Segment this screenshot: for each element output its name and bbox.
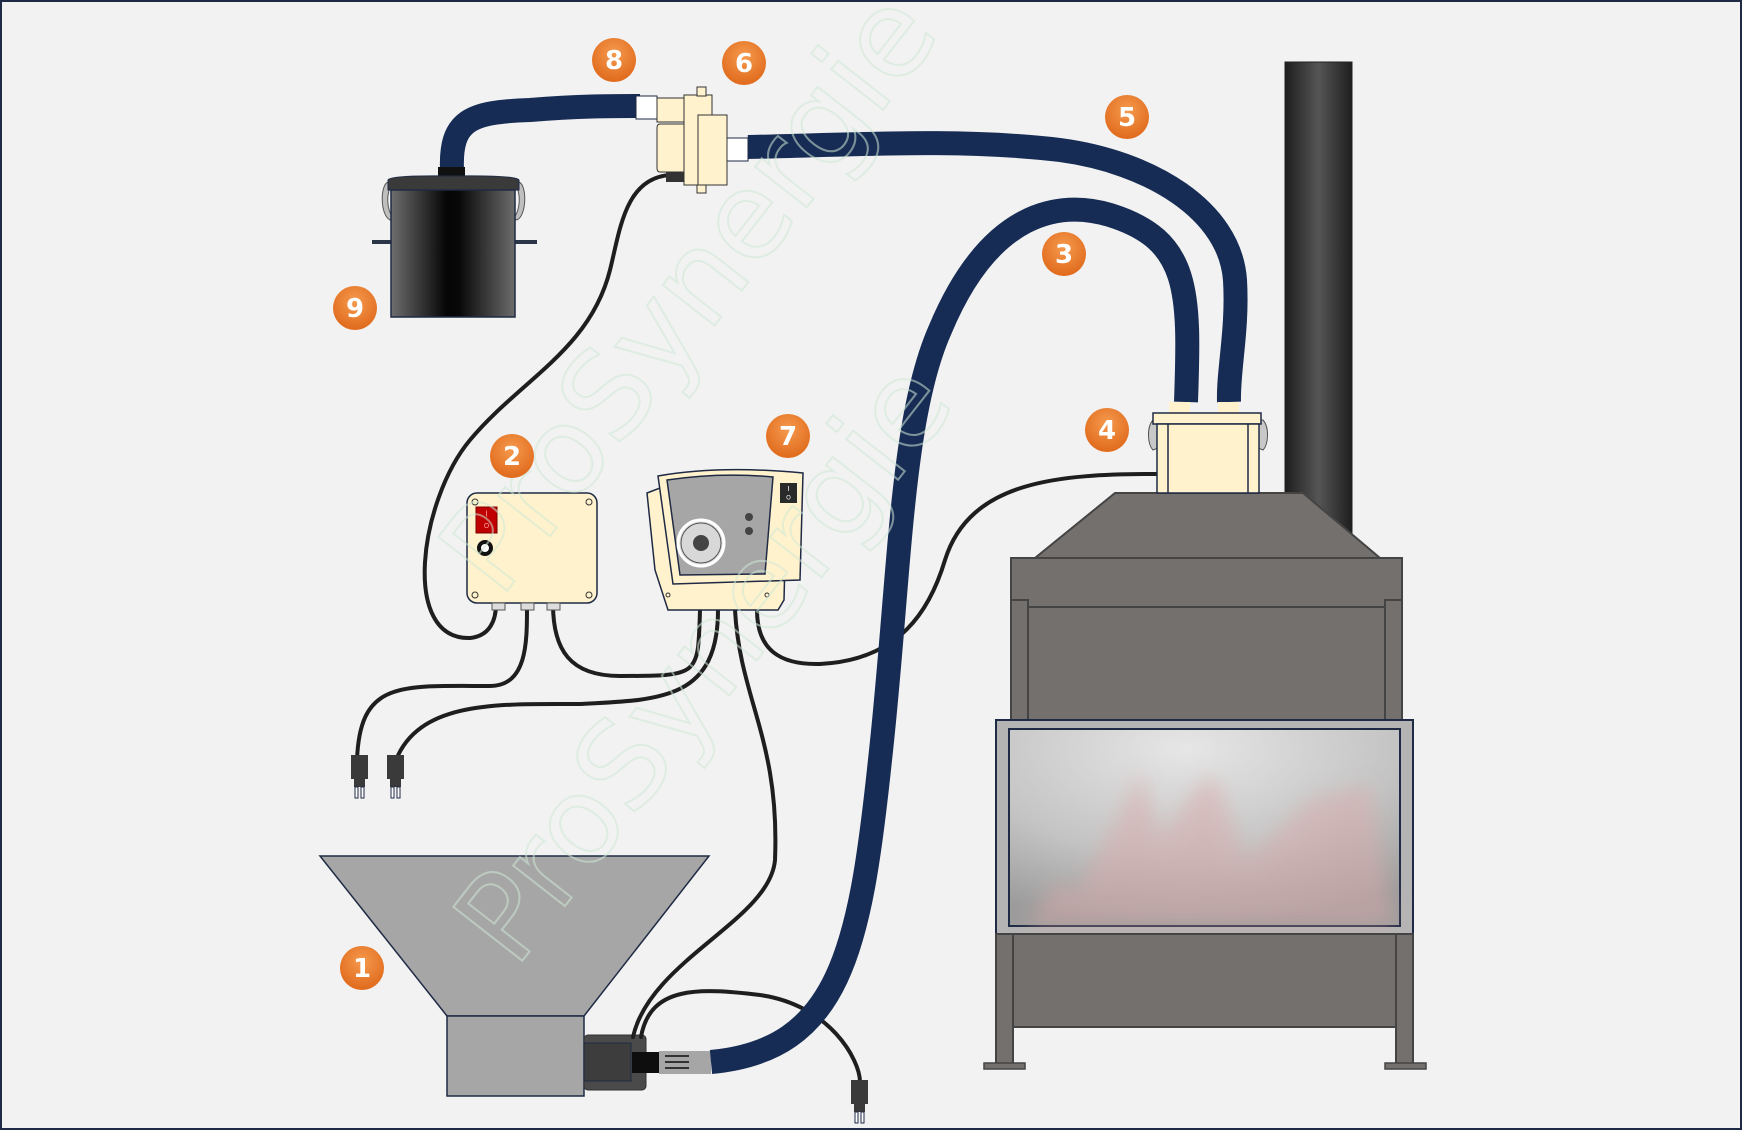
- badge-4: 4: [1085, 408, 1129, 452]
- switch-off-label: O: [484, 522, 490, 530]
- hoses: [439, 94, 1248, 1074]
- cable-control-box-to-controller: [551, 602, 702, 679]
- badge-2: 2: [490, 434, 534, 478]
- pellet-hopper: [318, 855, 711, 1097]
- indicator-lamp: [477, 540, 493, 556]
- control-box: I O: [466, 492, 598, 611]
- badge-7-label: 7: [779, 422, 797, 452]
- controller-switch-on-label: I: [787, 485, 789, 493]
- chimney-flue: [1284, 61, 1353, 543]
- badge-6: 6: [722, 41, 766, 85]
- fireplace-left-leg: [995, 933, 1014, 1065]
- cable-controller-to-vacuum-head: [755, 472, 1159, 667]
- cable-feed-motor-to-plug-c: [639, 989, 862, 1084]
- badge-1: 1: [340, 946, 384, 990]
- fireplace-left-post: [1010, 599, 1029, 721]
- cable-controller-to-plug-b: [394, 608, 720, 762]
- controller-led-1: [745, 513, 753, 521]
- hose-air-return: [747, 131, 1248, 403]
- cable-controller-to-feed-motor: [631, 608, 778, 1039]
- fireplace-left-foot: [983, 1062, 1026, 1070]
- badge-3: 3: [1042, 232, 1086, 276]
- controller-switch-off-label: O: [786, 495, 791, 502]
- cyclone-cable-gland: [666, 172, 684, 182]
- switch-on-label: I: [485, 510, 487, 519]
- power-plug-a: [351, 755, 368, 799]
- cable-control-box-to-plug-a: [355, 602, 530, 762]
- badge-8-label: 8: [605, 46, 623, 76]
- fireplace-right-foot: [1384, 1062, 1427, 1070]
- badge-6-label: 6: [735, 49, 753, 79]
- badge-7: 7: [766, 414, 810, 458]
- hose-sleeve-exhaust: [635, 95, 658, 120]
- badge-9-label: 9: [346, 294, 364, 324]
- dust-filter-pot: [372, 167, 537, 318]
- fireplace-right-post: [1384, 599, 1403, 721]
- stove-controller: I O: [646, 468, 804, 611]
- badge-8: 8: [592, 38, 636, 82]
- fireplace-upper-body: [1010, 557, 1403, 721]
- hose-pellet-feed: [709, 197, 1200, 1074]
- fireplace-right-leg: [1395, 933, 1414, 1065]
- pot-body: [390, 189, 516, 318]
- badge-9: 9: [333, 286, 377, 330]
- fireplace-lower-body: [1010, 933, 1403, 1028]
- badge-3-label: 3: [1055, 240, 1073, 270]
- cable-cyclone-to-control-box: [422, 173, 672, 641]
- controller-power-switch[interactable]: I O: [780, 483, 797, 503]
- hopper-base: [446, 1015, 585, 1097]
- power-plug-c: [851, 1080, 868, 1124]
- fireplace-flames: [1025, 770, 1395, 926]
- vacuum-receiver-head: [1148, 402, 1268, 494]
- power-plug-b: [387, 755, 404, 799]
- power-switch-red[interactable]: I O: [475, 506, 498, 534]
- badge-2-label: 2: [503, 442, 521, 472]
- badge-5-label: 5: [1118, 103, 1136, 133]
- cyclone-suction-unit: [656, 86, 728, 194]
- fireplace-insert: [983, 492, 1427, 1070]
- feed-screw-outlet: [632, 1052, 659, 1073]
- badge-4-label: 4: [1098, 416, 1116, 446]
- hose-exhaust: [439, 94, 641, 171]
- electrical-cables: [355, 173, 1159, 1084]
- controller-dial-knob: [693, 535, 709, 551]
- badge-1-label: 1: [353, 954, 371, 984]
- badge-5: 5: [1105, 95, 1149, 139]
- controller-led-2: [745, 527, 753, 535]
